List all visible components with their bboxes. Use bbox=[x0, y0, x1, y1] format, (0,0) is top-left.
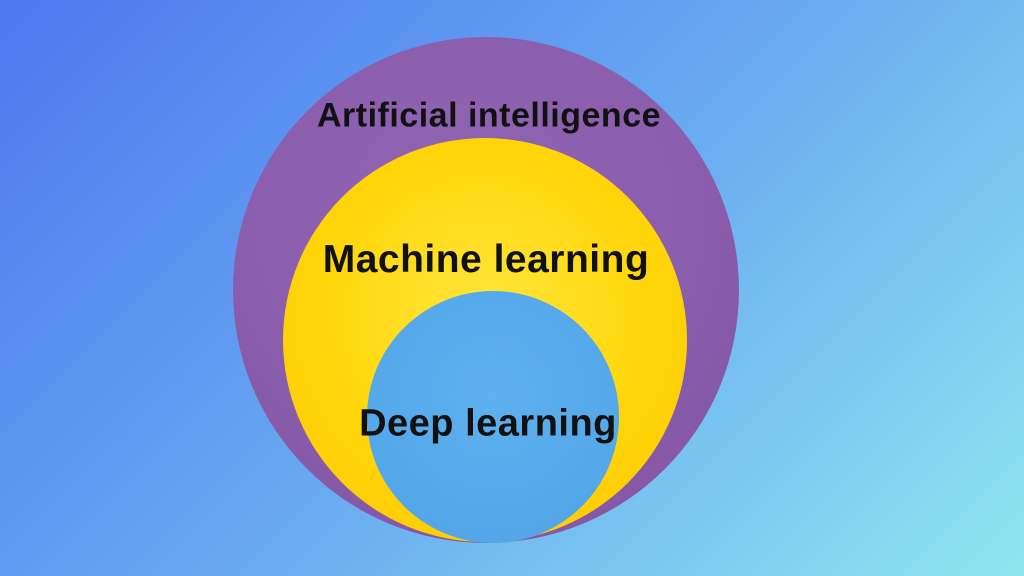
deep-learning-circle bbox=[367, 291, 619, 543]
machine-learning-label: Machine learning bbox=[322, 238, 650, 281]
artificial-intelligence-label: Artificial intelligence bbox=[316, 96, 662, 135]
deep-learning-label: Deep learning bbox=[359, 402, 617, 445]
